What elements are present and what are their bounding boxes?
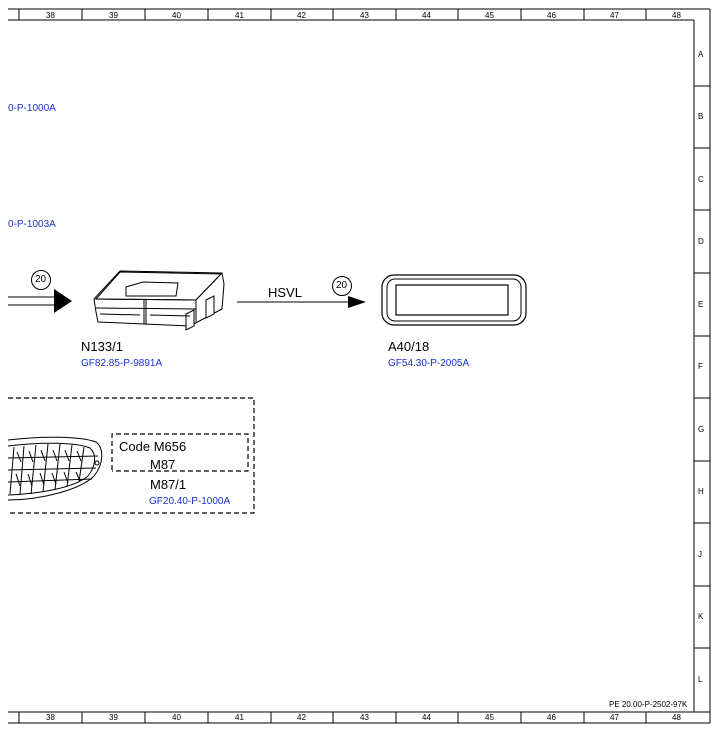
reference-link[interactable]: 0-P-1000A xyxy=(8,103,56,114)
column-label: 48 xyxy=(672,713,681,722)
column-label: 45 xyxy=(485,11,494,20)
row-label: H xyxy=(698,487,704,496)
dashed-component-outline xyxy=(8,397,255,514)
row-label: B xyxy=(698,112,704,121)
bus-label: HSVL xyxy=(268,285,302,300)
component-id-a40: A40/18 xyxy=(388,339,430,354)
column-label: 46 xyxy=(547,713,556,722)
column-label: 48 xyxy=(672,11,681,20)
code-component: M87 xyxy=(150,457,176,472)
row-label: K xyxy=(698,612,704,621)
row-label: F xyxy=(698,362,703,371)
column-label: 40 xyxy=(172,11,181,20)
connector-marker-in xyxy=(31,270,51,290)
row-label: G xyxy=(698,425,705,434)
column-label: 44 xyxy=(422,11,431,20)
column-label: 46 xyxy=(547,11,556,20)
column-label: 45 xyxy=(485,713,494,722)
column-label: 40 xyxy=(172,713,181,722)
a40-display-symbol xyxy=(381,274,527,326)
connector-marker-out xyxy=(332,276,352,296)
column-label: 41 xyxy=(235,11,244,20)
n133-control-unit-symbol xyxy=(93,270,225,331)
component-ref-m87-1[interactable]: GF20.40-P-1000A xyxy=(149,496,231,507)
column-label: 43 xyxy=(360,11,369,20)
column-label: 47 xyxy=(610,713,619,722)
row-label: D xyxy=(698,237,704,246)
column-label: 38 xyxy=(46,11,55,20)
reference-link[interactable]: 0-P-1003A xyxy=(8,219,56,230)
row-label: L xyxy=(698,675,703,684)
radiator-grille-symbol xyxy=(7,436,103,501)
column-label: 44 xyxy=(422,713,431,722)
column-label: 41 xyxy=(235,713,244,722)
row-label: A xyxy=(698,50,704,59)
incoming-signal-arrow xyxy=(8,289,72,313)
column-label: 42 xyxy=(297,11,306,20)
document-reference: PE 20.00-P-2502-97K xyxy=(609,700,688,709)
row-label: C xyxy=(698,175,704,184)
column-label: 39 xyxy=(109,11,118,20)
connector-marker-in-number: 20 xyxy=(35,274,47,285)
code-label: Code M656 xyxy=(119,439,187,454)
component-ref-a40[interactable]: GF54.30-P-2005A xyxy=(388,358,470,369)
column-label: 39 xyxy=(109,713,118,722)
connector-marker-out-number: 20 xyxy=(336,280,348,291)
component-id-m87-1: M87/1 xyxy=(150,477,187,492)
column-label: 47 xyxy=(610,11,619,20)
component-ref-n133[interactable]: GF82.85-P-9891A xyxy=(81,358,163,369)
column-label: 43 xyxy=(360,713,369,722)
row-label: E xyxy=(698,300,704,309)
column-label: 38 xyxy=(46,713,55,722)
column-label: 42 xyxy=(297,713,306,722)
code-m656-outline xyxy=(111,433,249,472)
hsvl-bus-arrow xyxy=(237,296,366,308)
row-label: J xyxy=(698,550,702,559)
component-id-n133: N133/1 xyxy=(81,339,123,354)
